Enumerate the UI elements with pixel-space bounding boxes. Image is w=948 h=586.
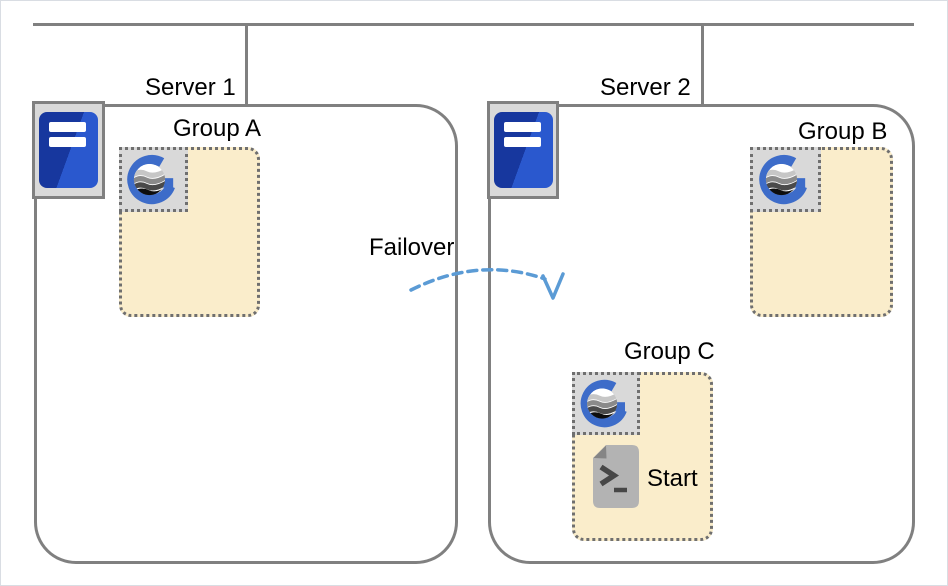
server1-drop-line: [245, 23, 248, 107]
cluster-app-icon: [750, 147, 821, 212]
server1-label: Server 1: [145, 74, 236, 101]
server-drive-bay: [504, 122, 541, 132]
server-front-panel: [39, 112, 98, 188]
server-drive-bay: [49, 137, 86, 147]
failover-label: Failover: [369, 234, 455, 261]
server2-label: Server 2: [600, 74, 691, 101]
network-bus-line: [33, 23, 914, 26]
server-drive-bay: [49, 122, 86, 132]
server1-icon: [32, 101, 105, 199]
cluster-app-icon: [572, 372, 640, 435]
server-front-panel: [494, 112, 553, 188]
server-drive-bay: [504, 137, 541, 147]
server2-drop-line: [701, 23, 704, 107]
start-script-label: Start: [647, 465, 698, 492]
failover-arrow: [409, 267, 565, 300]
cluster-app-icon: [119, 147, 188, 212]
groupC-label: Group C: [624, 338, 715, 365]
script-start-icon: [593, 445, 639, 508]
groupA-label: Group A: [173, 115, 262, 142]
groupB-label: Group B: [798, 118, 888, 145]
server2-icon: [487, 101, 559, 199]
